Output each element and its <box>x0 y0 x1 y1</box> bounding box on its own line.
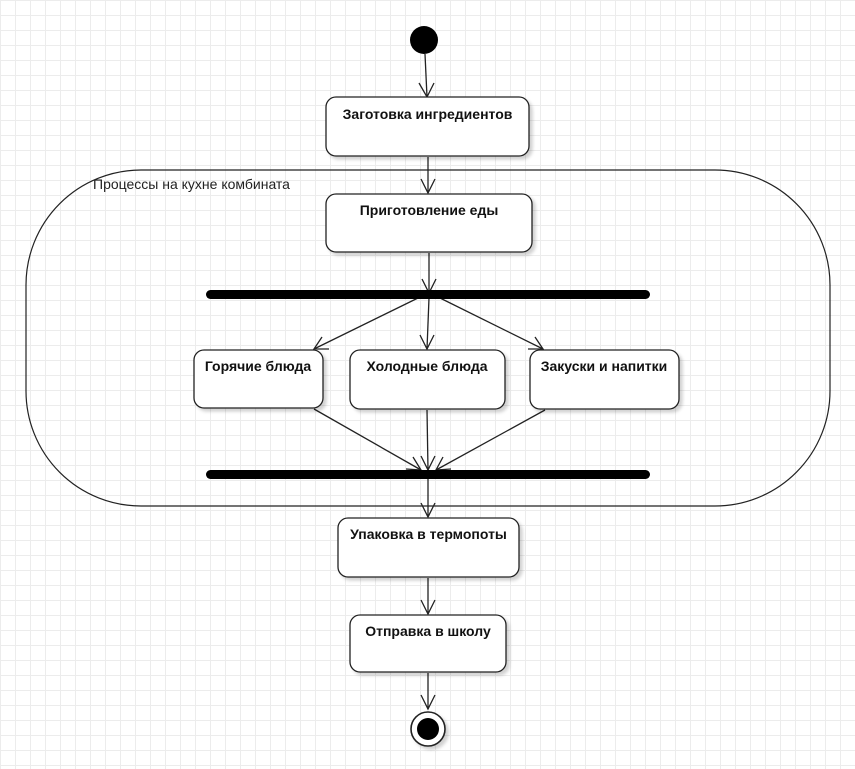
edge-fork-to-snacks <box>439 297 545 350</box>
action-prep[interactable]: Заготовка ингредиентов <box>325 96 530 157</box>
action-cook[interactable]: Приготовление еды <box>325 193 533 253</box>
edge-cook-to-fork <box>421 253 437 295</box>
edge-fork-to-cold <box>419 297 435 351</box>
edges <box>312 53 546 711</box>
action-send[interactable]: Отправка в школу <box>349 614 507 673</box>
edge-hot-to-join <box>313 408 423 471</box>
action-pack-label: Упаковка в термопоты <box>350 526 507 542</box>
fork-bar[interactable] <box>206 290 650 299</box>
edge-fork-to-hot <box>312 297 419 350</box>
action-prep-label: Заготовка ингредиентов <box>343 106 513 122</box>
edge-start-to-prep <box>418 53 435 99</box>
action-cold-dishes-label: Холодные блюда <box>366 358 487 374</box>
edge-snacks-to-join <box>434 409 546 471</box>
region-label: Процессы на кухне комбината <box>93 176 290 192</box>
edge-pack-to-send <box>420 578 436 616</box>
initial-node[interactable] <box>410 26 438 54</box>
join-bar[interactable] <box>206 470 650 479</box>
final-node[interactable] <box>410 711 446 747</box>
action-snacks-drinks[interactable]: Закуски и напитки <box>529 349 680 410</box>
edge-send-to-end <box>420 673 436 711</box>
action-snacks-drinks-label: Закуски и напитки <box>541 358 668 374</box>
edge-prep-to-cook <box>420 157 436 195</box>
edge-cold-to-join <box>420 409 436 472</box>
action-hot-dishes-label: Горячие блюда <box>205 358 312 374</box>
action-cook-label: Приготовление еды <box>360 202 499 218</box>
action-hot-dishes[interactable]: Горячие блюда <box>193 349 324 409</box>
edge-join-to-pack <box>420 478 436 519</box>
action-cold-dishes[interactable]: Холодные блюда <box>349 349 506 410</box>
action-send-label: Отправка в школу <box>365 623 491 639</box>
action-pack[interactable]: Упаковка в термопоты <box>337 517 520 578</box>
